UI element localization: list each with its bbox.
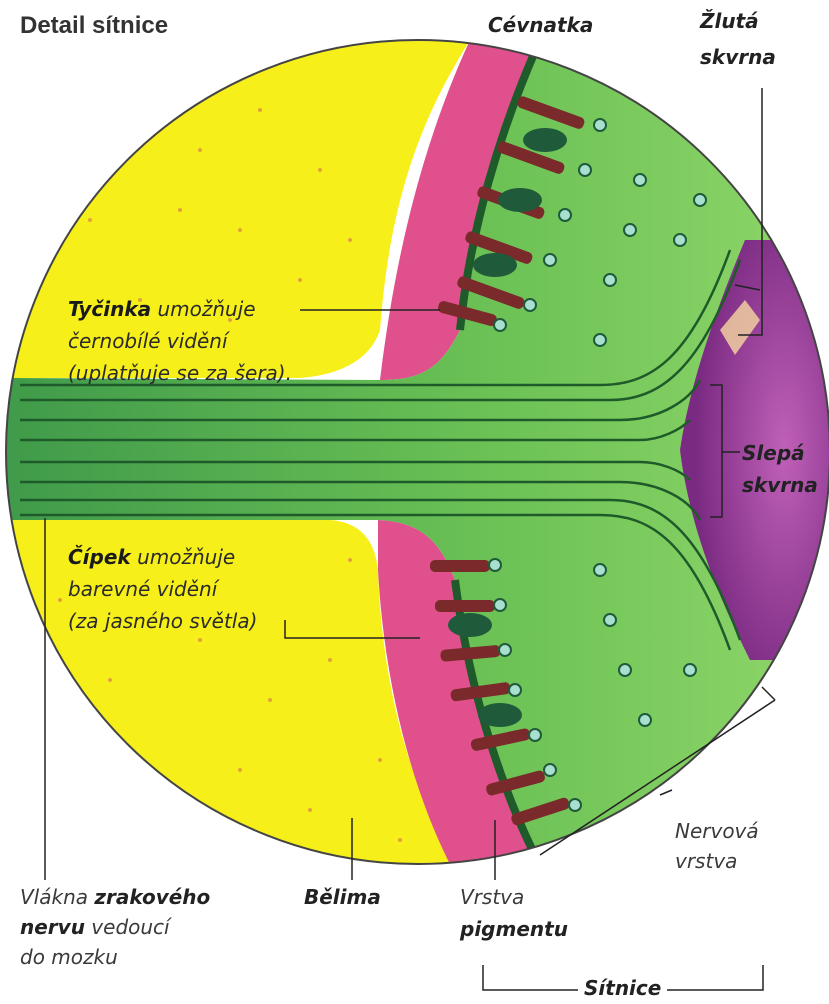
label-nervova-1: Nervová <box>675 818 759 844</box>
label-vlakna-2a: nervu <box>20 915 85 939</box>
label-vlakna-2b: vedoucí <box>85 915 170 939</box>
label-vlakna-1a: Vlákna <box>20 885 94 909</box>
label-slepa-1: Slepá <box>742 440 805 466</box>
label-tycinka-2: černobílé vidění <box>68 328 228 354</box>
page-title: Detail sítnice <box>20 12 168 40</box>
label-vlakna-line-2: nervu vedoucí <box>20 914 170 940</box>
label-cevnatka: Cévnatka <box>488 12 593 38</box>
label-cipek-3: (za jasného světla) <box>68 608 257 634</box>
label-slepa-2: skvrna <box>742 472 818 498</box>
label-tycinka-3: (uplatňuje se za šera). <box>68 360 292 386</box>
label-vlakna-line-1: Vlákna zrakového <box>20 884 210 910</box>
label-tycinka-bold: Tyčinka <box>68 297 151 321</box>
label-vlakna-1b: zrakového <box>94 885 210 909</box>
label-cipek-bold: Čípek <box>68 545 131 569</box>
label-pigmentu: pigmentu <box>460 916 568 942</box>
label-tycinka-1: umožňuje <box>151 297 255 321</box>
label-cipek-1: umožňuje <box>131 545 235 569</box>
label-vrstva: Vrstva <box>460 884 524 910</box>
label-sitnice: Sítnice <box>578 975 667 1001</box>
label-vlakna-3: do mozku <box>20 944 118 970</box>
label-cipek-2: barevné vidění <box>68 576 217 602</box>
label-belima: Bělima <box>304 884 381 910</box>
label-nervova-2: vrstva <box>675 848 737 874</box>
label-zluta-2: skvrna <box>700 44 776 70</box>
label-tycinka-line-1: Tyčinka umožňuje <box>68 296 256 322</box>
label-cipek-line-1: Čípek umožňuje <box>68 544 235 570</box>
label-zluta-1: Žlutá <box>700 8 759 34</box>
